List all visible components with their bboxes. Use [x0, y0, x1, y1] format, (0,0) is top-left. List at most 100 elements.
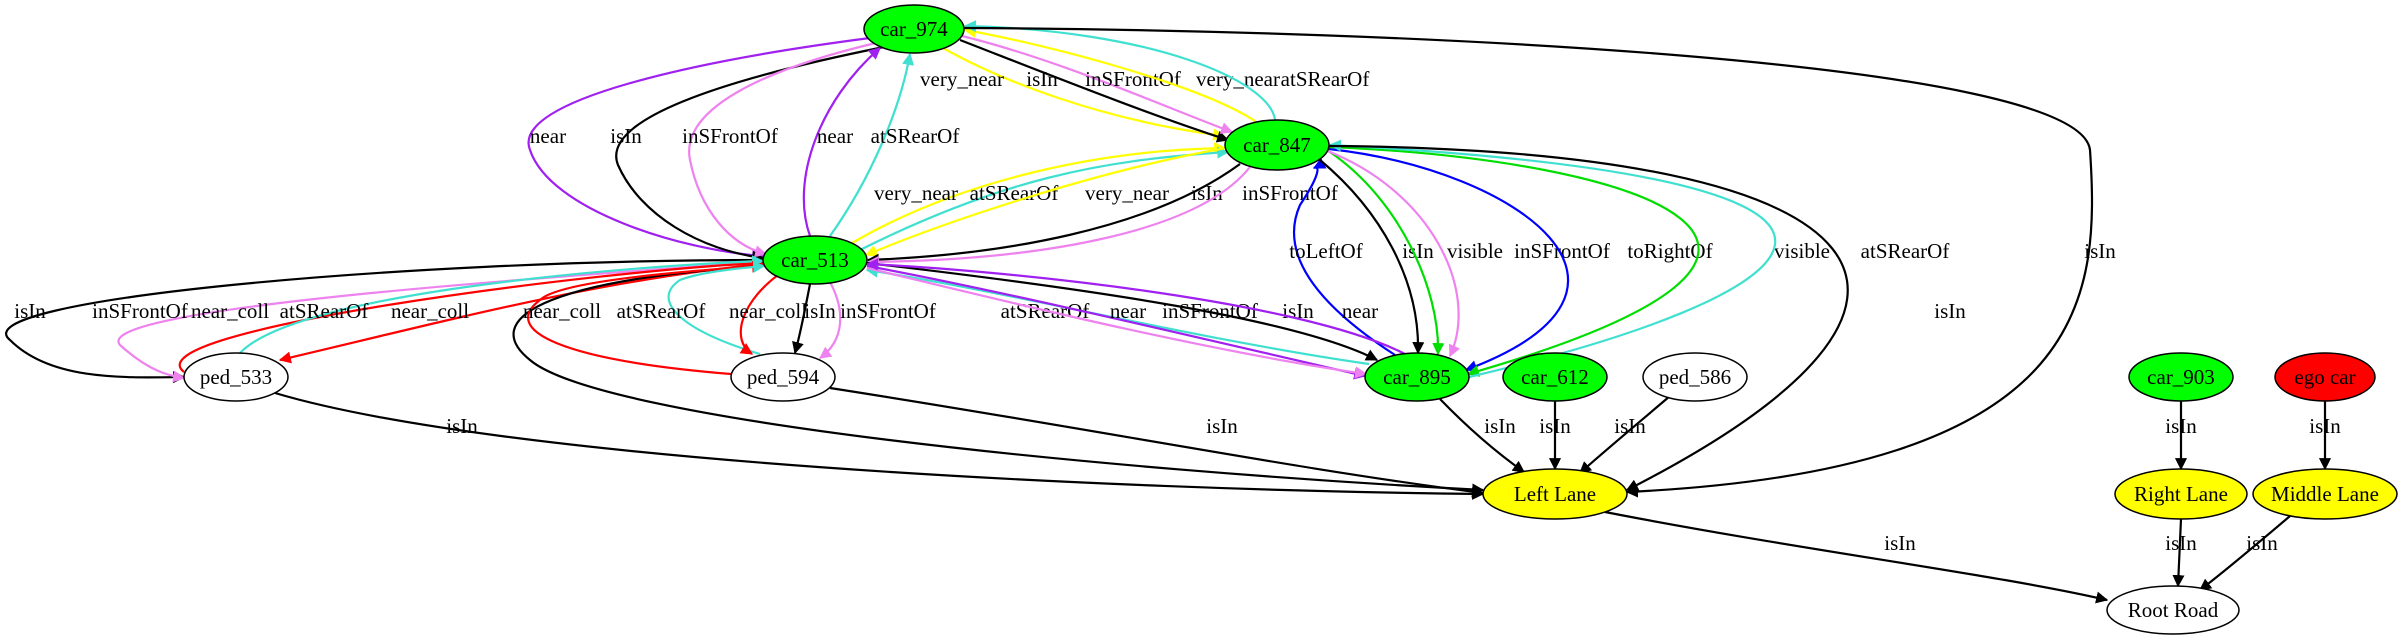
edge-car-513-to-car-974-atsrearof: atSRearOf: [829, 52, 959, 237]
node-label: ped_586: [1659, 365, 1731, 389]
edge-car-895-to-car-847-atsrearof: atSRearOf: [1328, 139, 1950, 379]
edge-label: near_coll: [729, 299, 807, 323]
edge-car-513-to-car-895-near: near: [866, 264, 1367, 380]
edge-car-513-to-ped-594-near-coll: near_coll: [729, 269, 807, 355]
edge-label: near: [1110, 299, 1146, 323]
node-label: ped_594: [747, 365, 820, 389]
edge-line: [819, 281, 842, 359]
edge-ped-533-to-left-lane-isin: isIn: [274, 391, 1485, 500]
edge-label: near_coll: [391, 299, 469, 323]
edge-line: [866, 166, 1251, 268]
edge-car-513-to-ped-594-insfrontof: inSFrontOf: [819, 281, 936, 359]
edge-line: [2199, 515, 2291, 591]
node-car-612: car_612: [1502, 352, 1608, 402]
node-ellipse: [1482, 468, 1628, 520]
node-ellipse: [2128, 352, 2234, 402]
edge-line: [1292, 157, 1396, 356]
node-ellipse: [1642, 352, 1748, 402]
edge-car-903-to-right-lane-isin: isIn: [2165, 401, 2197, 471]
edge-line: [865, 258, 1406, 355]
node-label: Middle Lane: [2271, 482, 2379, 506]
edge-label: visible: [1774, 239, 1830, 263]
edge-car-974-to-car-513-isin: isIn: [610, 45, 885, 263]
edge-ego-car-to-middle-lane-isin: isIn: [2309, 401, 2341, 471]
edge-car-974-to-car-847-very-near: very_near: [920, 47, 1226, 141]
edge-label: isIn: [2309, 414, 2341, 438]
edge-line: [5, 258, 764, 384]
edge-line: [963, 25, 1256, 122]
edge-line: [859, 146, 1230, 251]
edge-car-513-to-car-847-atsrearof: atSRearOf: [859, 146, 1230, 251]
edge-line: [1324, 148, 1461, 358]
edge-label: isIn: [1884, 531, 1916, 555]
edge-label: isIn: [1026, 67, 1058, 91]
edge-label: isIn: [1484, 414, 1516, 438]
edge-label: isIn: [1539, 414, 1571, 438]
edge-line: [1579, 395, 1671, 474]
node-label: car_847: [1243, 133, 1311, 157]
node-car-895: car_895: [1364, 352, 1470, 402]
edge-car-847-to-car-895-visible: visible: [1329, 151, 1503, 356]
edge-car-847-to-car-513-insfrontof: inSFrontOf: [866, 166, 1338, 268]
edge-label: isIn: [1934, 299, 1966, 323]
edge-line: [1328, 144, 1849, 491]
edge-label: isIn: [1402, 239, 1434, 263]
edge-label: toRightOf: [1627, 239, 1712, 263]
edge-line: [866, 264, 1367, 380]
edge-car-847-to-car-513-very-near: very_near: [864, 146, 1227, 257]
node-ellipse: [1502, 352, 1608, 402]
node-ellipse: [2252, 468, 2398, 520]
edge-ped-594-to-left-lane-isin: isIn: [829, 386, 1485, 498]
edge-car-895-to-car-847-toleftof: toLeftOf: [1289, 157, 1396, 356]
edge-line: [239, 255, 765, 354]
edge-line: [802, 47, 881, 237]
edge-label: isIn: [14, 299, 46, 323]
edge-line: [117, 260, 764, 383]
edge-label: atSRearOf: [1861, 239, 1950, 263]
edge-label: visible: [1447, 239, 1503, 263]
node-ellipse: [863, 4, 965, 54]
edge-line: [527, 260, 765, 376]
edge-label: very_near: [874, 181, 958, 205]
edge-label: near_coll: [523, 299, 601, 323]
edge-line: [1328, 139, 1777, 379]
edge-label: isIn: [1614, 414, 1646, 438]
edge-label: atSRearOf: [617, 299, 706, 323]
edge-line: [866, 163, 1241, 266]
edge-line: [1328, 147, 1569, 372]
edge-line: [959, 38, 1230, 143]
edge-label: atSRearOf: [280, 299, 369, 323]
edge-car-513-to-left-lane: [512, 264, 1485, 496]
node-ellipse: [762, 235, 868, 285]
edge-label: inSFrontOf: [1242, 181, 1338, 205]
node-label: Root Road: [2128, 598, 2219, 622]
edge-label: isIn: [2165, 414, 2197, 438]
edge-car-513-to-ped-594-isin: isIn: [792, 283, 836, 355]
node-car-847: car_847: [1224, 119, 1330, 171]
edge-car-974-to-car-513-near: near: [527, 36, 871, 262]
edge-line: [961, 34, 1234, 134]
node-ped-594: ped_594: [730, 352, 836, 402]
edge-left-lane-to-root-road-isin: isIn: [1604, 510, 2109, 604]
edge-ped-533-to-car-513-near-coll: near_coll: [179, 257, 765, 373]
edge-label: inSFrontOf: [92, 299, 188, 323]
node-ped-586: ped_586: [1642, 352, 1748, 402]
edge-line: [739, 269, 786, 355]
node-left-lane: Left Lane: [1482, 468, 1628, 520]
node-ped-533: ped_533: [183, 352, 289, 402]
edge-ped-594-to-car-513-near-coll: near_coll: [523, 260, 765, 376]
edge-line: [942, 47, 1226, 141]
edge-label: very_near: [1196, 67, 1280, 91]
edge-line: [615, 45, 885, 263]
node-ellipse: [183, 352, 289, 402]
edge-line: [1439, 398, 1525, 473]
edge-line: [1604, 510, 2109, 604]
node-ellipse: [2106, 585, 2240, 635]
edge-line: [1328, 145, 1700, 377]
edge-label: inSFrontOf: [840, 299, 936, 323]
node-car-974: car_974: [863, 4, 965, 54]
edge-line: [2172, 518, 2185, 588]
edge-car-847-to-car-895-insfrontof: inSFrontOf: [1324, 148, 1610, 358]
